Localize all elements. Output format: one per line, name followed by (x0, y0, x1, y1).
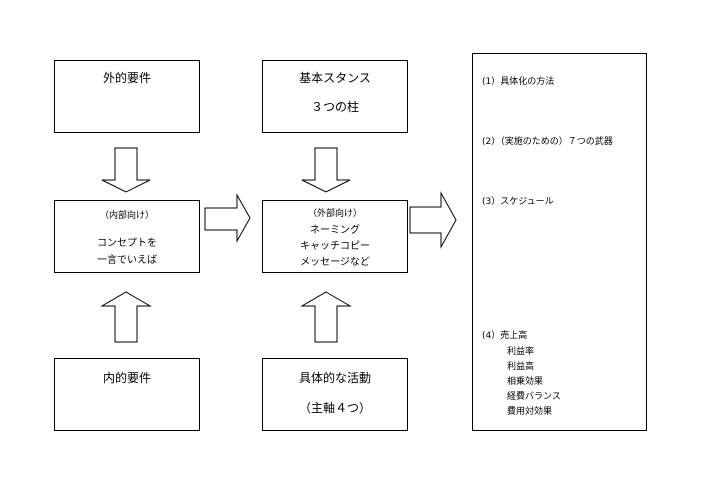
panel-subitem: 利益高 (507, 362, 535, 372)
external-requirements-title: 外的要件 (102, 71, 151, 85)
concrete-activities-title: 具体的な活動 (298, 371, 371, 385)
internal-direction-line1: コンセプトを (97, 238, 157, 249)
internal-requirements-title: 内的要件 (102, 371, 151, 385)
basic-stance-box: 基本スタンス ３つの柱 (262, 60, 408, 133)
panel-item-1: (1）具体化の方法 (482, 77, 555, 87)
basic-stance-subtitle: ３つの柱 (310, 100, 359, 114)
external-requirements-box: 外的要件 (54, 60, 200, 133)
down-arrow-left (101, 147, 151, 193)
external-direction-box: （外部向け） ネーミング キャッチコピー メッセージなど (262, 200, 408, 273)
up-arrow-left (100, 291, 152, 343)
right-arrow-left (204, 193, 251, 243)
right-arrow-right (409, 191, 457, 249)
external-direction-tag: （外部向け） (307, 209, 362, 219)
panel-subitem: 利益率 (507, 347, 535, 357)
panel-subitem: 費用対効果 (507, 407, 553, 417)
down-arrow-middle (301, 147, 351, 193)
right-panel: (1）具体化の方法 (2）（実施のための）７つの武器 (3）スケジュール (4）… (472, 53, 647, 431)
internal-direction-box: （内部向け） コンセプトを 一言でいえば (54, 200, 200, 273)
up-arrow-middle (300, 291, 352, 343)
internal-direction-tag: （内部向け） (99, 211, 154, 221)
external-direction-line3: メッセージなど (300, 257, 370, 268)
basic-stance-title: 基本スタンス (299, 71, 371, 85)
external-direction-line1: ネーミング (310, 225, 360, 236)
concrete-activities-box: 具体的な活動 （主軸４つ） (262, 358, 408, 431)
internal-direction-line2: 一言でいえば (97, 255, 157, 266)
panel-item-4: (4）売上高 (482, 331, 528, 341)
panel-subitem: 経費バランス (507, 392, 561, 402)
panel-subitem: 相乗効果 (507, 377, 544, 387)
external-direction-line2: キャッチコピー (300, 241, 370, 252)
internal-requirements-box: 内的要件 (54, 358, 200, 431)
panel-item-2: (2）（実施のための）７つの武器 (482, 137, 613, 147)
panel-item-3: (3）スケジュール (482, 197, 554, 207)
concrete-activities-subtitle: （主軸４つ） (298, 401, 371, 415)
